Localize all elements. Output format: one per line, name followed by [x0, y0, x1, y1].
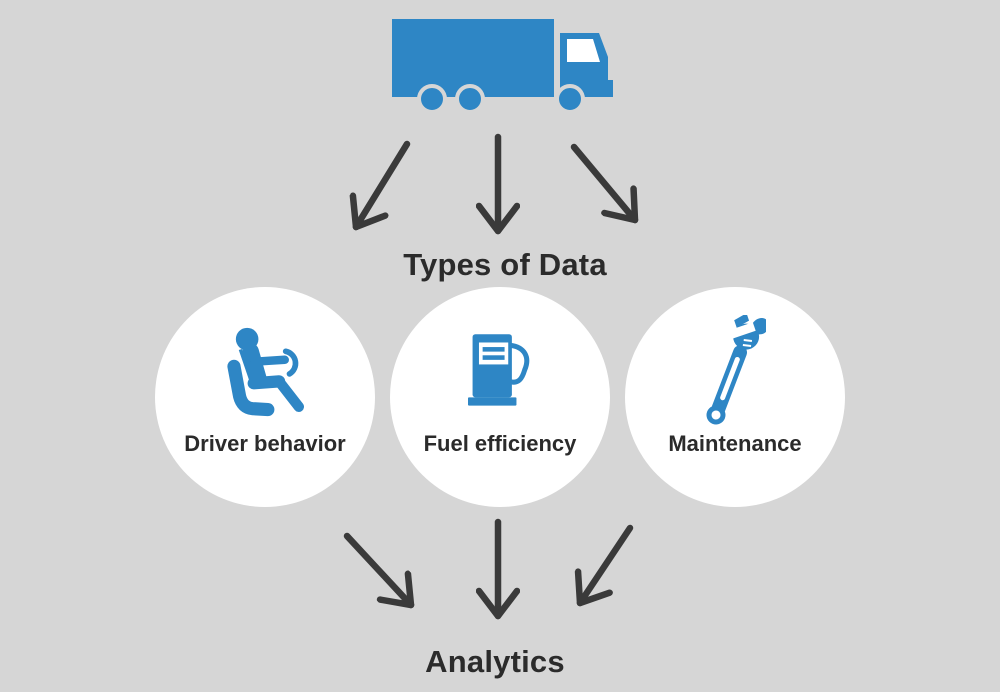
node-label-fuel-efficiency: Fuel efficiency	[423, 431, 577, 456]
fuel-pump-icon	[468, 334, 530, 406]
truck-wheel-front	[555, 84, 585, 114]
driver-head	[235, 327, 259, 351]
fuel-pump-screen-line-2	[482, 355, 505, 360]
node-fuel-efficiency: Fuel efficiency	[390, 287, 610, 507]
truck-icon	[392, 19, 613, 114]
node-label-maintenance: Maintenance	[668, 431, 802, 456]
wrench-icon	[706, 315, 766, 425]
wrench-handle-hole	[711, 410, 721, 420]
wrench-fixed-jaw	[751, 318, 766, 335]
wrench-knurl-1	[743, 338, 753, 342]
node-driver-behavior: Driver behavior	[155, 287, 375, 507]
driver-arm	[250, 355, 289, 366]
analytics-label: Analytics	[425, 644, 565, 679]
wrench-jaw-opening	[728, 322, 756, 340]
wrench-movable-jaw	[734, 315, 750, 328]
node-maintenance: Maintenance	[625, 287, 845, 507]
fuel-pump-base	[468, 397, 517, 406]
wrench-handle-slot	[720, 356, 740, 401]
arrow-truck-to-left-node	[356, 140, 411, 231]
arrow-truck-to-right-node	[570, 143, 639, 224]
truck-window	[567, 39, 600, 62]
fuel-pump-screen	[478, 342, 509, 365]
driver-leg	[273, 376, 304, 412]
arrow-right-node-to-analytics	[580, 524, 634, 607]
node-label-driver-behavior: Driver behavior	[184, 431, 346, 456]
driver-icon	[227, 327, 304, 417]
driver-seat	[227, 359, 275, 417]
driver-steering-wheel	[282, 348, 299, 377]
fuel-pump-screen-line-1	[482, 347, 505, 352]
truck-cargo-box	[392, 19, 554, 97]
arrow-left-node-to-analytics	[343, 532, 415, 609]
truck-wheel-rear-1	[417, 84, 447, 114]
wrench-knurl-2	[742, 343, 752, 347]
types-of-data-label: Types of Data	[403, 247, 607, 282]
fuel-pump-hose	[507, 342, 530, 385]
truck-wheel-rear-2	[455, 84, 485, 114]
